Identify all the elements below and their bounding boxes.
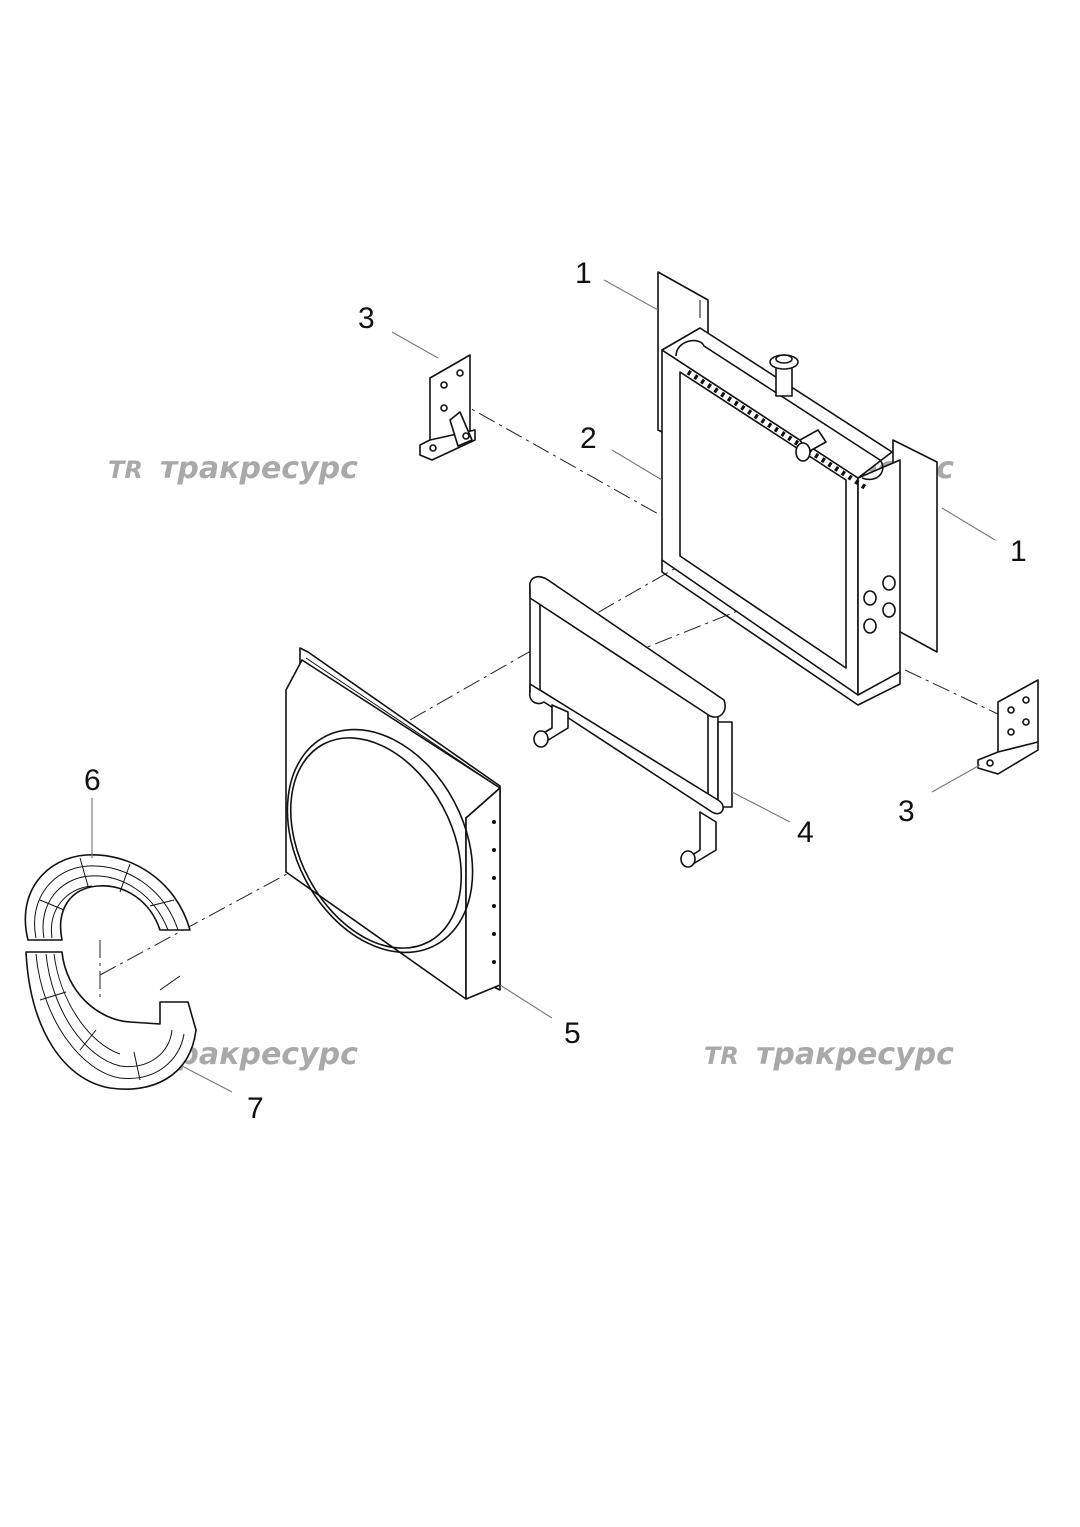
leader-lines [91,279,996,1093]
watermark-top-left: TR тракресурс [108,451,358,486]
watermark-text: тракресурс [160,451,358,486]
callouts: 1 1 2 3 3 4 5 6 7 [84,257,1027,1125]
part-4-oil-cooler [528,575,733,868]
watermark-text: тракресурс [756,1037,954,1072]
callout-6: 6 [84,764,101,797]
part-3-bracket-lower [977,679,1039,775]
callout-5: 5 [564,1017,581,1050]
callout-3-upper: 3 [358,302,375,335]
watermark-bottom-right: TR тракресурс [704,1037,954,1072]
watermark-logo: TR [704,1042,739,1070]
callout-3-lower: 3 [898,795,915,828]
part-5-fan-shroud [285,647,501,1000]
callout-2: 2 [580,422,597,455]
part-3-bracket-upper [419,354,476,461]
watermark-logo: TR [108,456,143,484]
callout-1-right: 1 [1010,535,1027,568]
callout-4: 4 [797,816,814,849]
callout-1-upper: 1 [575,257,592,290]
part-7-fan-guard-lower [25,951,197,1090]
callout-7: 7 [247,1092,264,1125]
part-2-radiator [661,327,901,706]
part-6-fan-guard-upper [24,854,191,941]
